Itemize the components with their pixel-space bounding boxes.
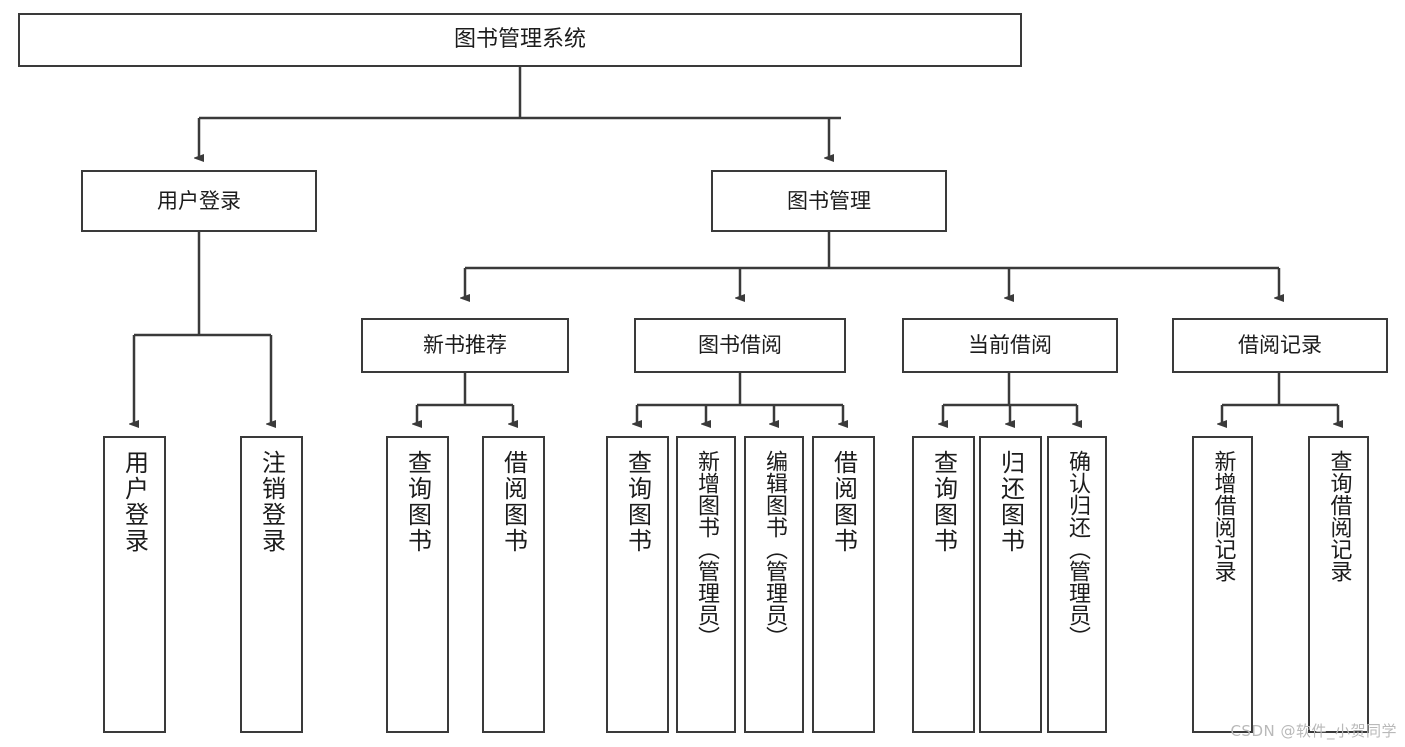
- node-leaf-confirm-return-admin[interactable]: 确认归还（管理员）: [1047, 436, 1107, 733]
- node-leaf-bookborrow-query-book-label: 查询图书: [623, 450, 652, 554]
- node-leaf-query-borrow-record[interactable]: 查询借阅记录: [1308, 436, 1369, 733]
- node-leaf-return-book-label: 归还图书: [996, 450, 1025, 554]
- node-leaf-edit-book-admin[interactable]: 编辑图书（管理员）: [744, 436, 804, 733]
- node-leaf-edit-book-admin-label: 编辑图书（管理员）: [762, 450, 787, 648]
- node-book-borrow[interactable]: 图书借阅: [634, 318, 846, 373]
- csdn-watermark: CSDN @软件_小贺同学: [1230, 722, 1397, 740]
- node-leaf-newbook-borrow-book[interactable]: 借阅图书: [482, 436, 545, 733]
- node-root-book-management-system[interactable]: 图书管理系统: [18, 13, 1022, 67]
- node-leaf-confirm-return-admin-label: 确认归还（管理员）: [1065, 450, 1090, 648]
- node-leaf-add-book-admin-label: 新增图书（管理员）: [694, 450, 719, 648]
- node-leaf-logout[interactable]: 注销登录: [240, 436, 303, 733]
- node-user-login-label: 用户登录: [157, 188, 241, 213]
- node-leaf-add-book-admin[interactable]: 新增图书（管理员）: [676, 436, 736, 733]
- node-leaf-user-login[interactable]: 用户登录: [103, 436, 166, 733]
- node-book-management-label: 图书管理: [787, 188, 871, 213]
- node-book-borrow-label: 图书借阅: [698, 333, 782, 358]
- node-leaf-add-borrow-record-label: 新增借阅记录: [1210, 450, 1236, 582]
- node-leaf-currentborrow-query-book[interactable]: 查询图书: [912, 436, 975, 733]
- node-leaf-return-book[interactable]: 归还图书: [979, 436, 1042, 733]
- node-root-label: 图书管理系统: [453, 27, 586, 53]
- node-current-borrow[interactable]: 当前借阅: [902, 318, 1118, 373]
- node-current-borrow-label: 当前借阅: [968, 333, 1052, 358]
- node-book-management[interactable]: 图书管理: [711, 170, 947, 232]
- node-borrow-record-label: 借阅记录: [1238, 333, 1322, 358]
- node-leaf-bookborrow-borrow-book[interactable]: 借阅图书: [812, 436, 875, 733]
- node-leaf-currentborrow-query-book-label: 查询图书: [929, 450, 958, 554]
- node-leaf-newbook-borrow-book-label: 借阅图书: [499, 450, 528, 554]
- node-leaf-query-borrow-record-label: 查询借阅记录: [1326, 450, 1352, 582]
- node-leaf-newbook-query-book[interactable]: 查询图书: [386, 436, 449, 733]
- node-leaf-bookborrow-borrow-book-label: 借阅图书: [829, 450, 858, 554]
- node-new-book-recommend-label: 新书推荐: [423, 333, 507, 358]
- node-leaf-bookborrow-query-book[interactable]: 查询图书: [606, 436, 669, 733]
- node-leaf-add-borrow-record[interactable]: 新增借阅记录: [1192, 436, 1253, 733]
- node-borrow-record[interactable]: 借阅记录: [1172, 318, 1388, 373]
- node-leaf-newbook-query-book-label: 查询图书: [403, 450, 432, 554]
- node-leaf-user-login-label: 用户登录: [120, 450, 149, 554]
- node-leaf-logout-label: 注销登录: [257, 450, 286, 554]
- node-user-login[interactable]: 用户登录: [81, 170, 317, 232]
- node-new-book-recommend[interactable]: 新书推荐: [361, 318, 569, 373]
